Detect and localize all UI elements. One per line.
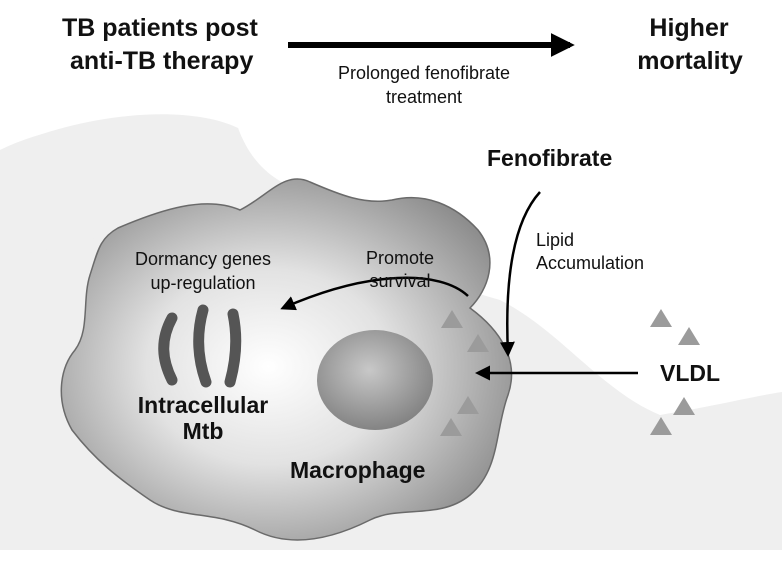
mtb-bacterium-2 [193, 304, 212, 388]
fenofibrate-label: Fenofibrate [487, 145, 613, 171]
dormancy-genes-label-line2: up-regulation [150, 273, 256, 293]
arrow-label-line2: treatment [385, 87, 463, 107]
macrophage-cell [60, 178, 513, 541]
vldl-particle [467, 334, 489, 352]
fenofibrate-arrow [499, 191, 541, 357]
vldl-particle [678, 327, 700, 345]
tb-patients-label-line2: anti-TB therapy [70, 47, 254, 75]
promote-survival-label: Promote [365, 248, 435, 268]
intracellular-mtb-label-line2: Mtb [182, 418, 224, 444]
nucleus [317, 330, 433, 430]
promote-survival-label-line2: survival [369, 271, 431, 291]
macrophage-label: Macrophage [290, 457, 426, 483]
vldl-particle [673, 397, 695, 415]
intracellular-mtb-label: Intracellular [137, 392, 269, 418]
vldl-label: VLDL [660, 360, 721, 386]
vldl-particle [440, 418, 462, 436]
promote-survival-arrow [280, 276, 469, 311]
mtb-bacterium-3 [224, 308, 242, 388]
vldl-particle [457, 396, 479, 414]
lipid-accumulation-label-line2: Accumulation [536, 253, 645, 273]
mtb-bacterium-1 [158, 312, 178, 386]
higher-mortality-label-line2: mortality [637, 47, 743, 75]
vldl-particle [650, 417, 672, 435]
background-shape-upper [0, 119, 300, 260]
tb-patients-label: TB patients post [62, 14, 258, 42]
arrow-label: Prolonged fenofibrate [337, 63, 511, 83]
higher-mortality-label: Higher [649, 14, 729, 42]
lipid-accumulation-label: Lipid [536, 230, 575, 250]
vldl-particle [650, 309, 672, 327]
vldl-particle [441, 310, 463, 328]
dormancy-genes-label: Dormancy genes [134, 249, 272, 269]
